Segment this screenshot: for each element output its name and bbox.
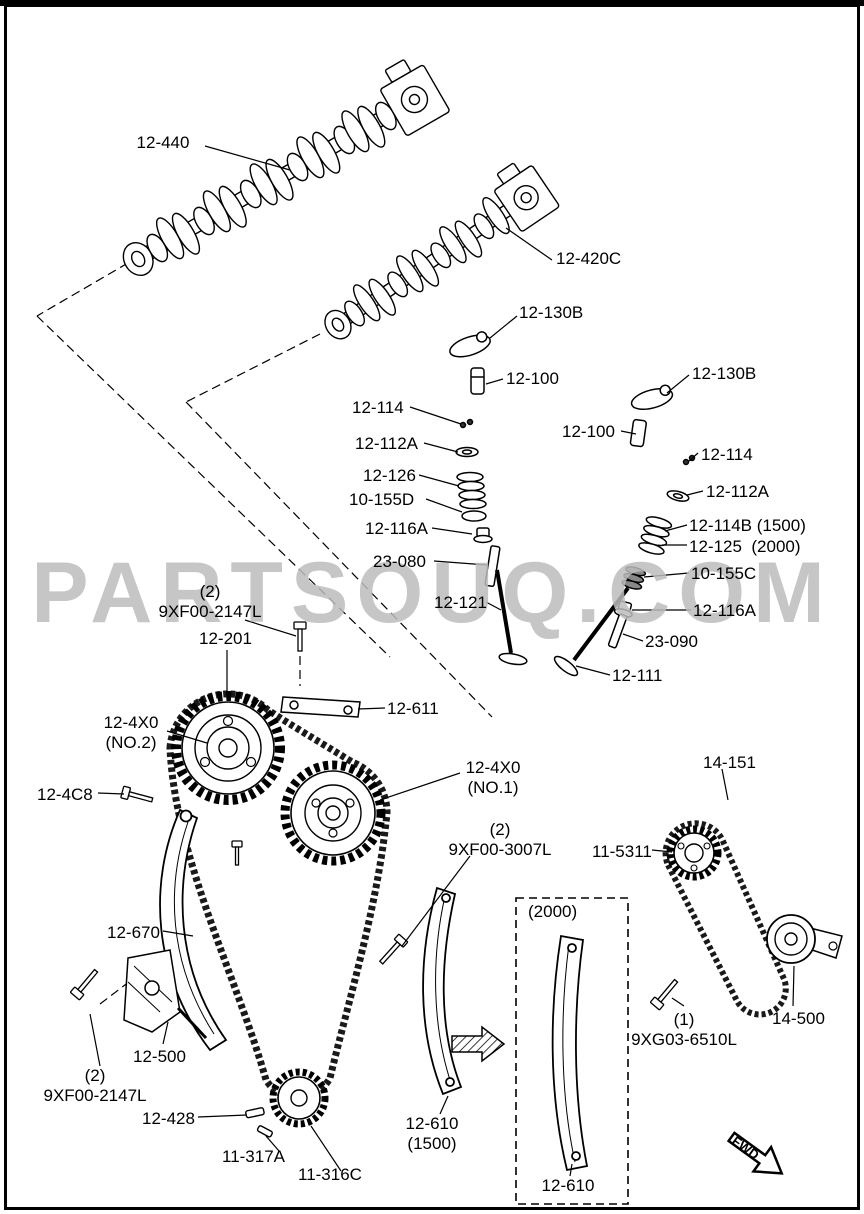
part-label[interactable]: 12-428: [142, 1109, 195, 1128]
valve-guide-23-090: [607, 613, 628, 649]
chain-tensioner-12-500: [123, 949, 208, 1040]
part-label[interactable]: 12-610: [541, 1176, 595, 1195]
part-label[interactable]: 11-5311: [592, 842, 652, 861]
camshaft-intake-12-440: [122, 59, 450, 277]
key-11-317A: [256, 1125, 273, 1138]
lash-adjuster-12-100: [629, 418, 647, 448]
bolt-9XF00-2147L-lower: [70, 968, 99, 1001]
part-label[interactable]: (2)9XF00-2147L: [43, 1066, 147, 1106]
sprocket-11-5311: [666, 825, 722, 881]
intake-valve-12-121: [495, 569, 528, 666]
part-label[interactable]: 12-500: [133, 1047, 186, 1066]
chain-guide-12-611: [280, 696, 361, 718]
variant-box-2000: [515, 897, 629, 1205]
part-label[interactable]: 23-080: [373, 552, 426, 571]
valve-spring-12-114B-12-125: [638, 516, 673, 555]
part-label[interactable]: 12-114B (1500): [689, 516, 806, 535]
part-label[interactable]: 11-316C: [298, 1165, 362, 1184]
part-label[interactable]: 12-611: [387, 699, 439, 718]
part-label[interactable]: 12-111: [612, 666, 663, 685]
chain-tensioner-14-500: [766, 914, 843, 964]
bolts: [70, 621, 679, 1011]
spring-seat-10-155C: [621, 566, 647, 590]
balance-chain-14-151: [662, 820, 789, 1018]
part-label[interactable]: (2)9XF00-3007L: [448, 820, 552, 860]
part-label[interactable]: 12-201: [199, 629, 252, 648]
spring-retainer-12-112A: [666, 490, 690, 502]
part-label[interactable]: 12-114: [352, 398, 404, 417]
part-label[interactable]: 12-670: [107, 923, 160, 942]
part-label[interactable]: 12-130B: [519, 303, 584, 322]
part-label[interactable]: 12-116A: [693, 601, 757, 620]
part-label[interactable]: 12-4C8: [37, 785, 93, 804]
part-label[interactable]: 12-112A: [355, 434, 419, 453]
part-label[interactable]: 12-100: [506, 369, 559, 388]
vvt-sprocket-12-201-no2: [171, 691, 285, 805]
part-label[interactable]: (2000): [528, 902, 578, 921]
page-top-border: [0, 0, 864, 6]
part-label[interactable]: 11-317A: [222, 1147, 286, 1166]
leader-lines: [89, 145, 795, 1177]
part-label[interactable]: 12-420C: [556, 249, 622, 268]
valve-seal-12-116A: [473, 527, 493, 544]
part-label[interactable]: 12-440: [136, 133, 190, 152]
spring-seat-10-155D: [461, 510, 487, 522]
camshaft-exhaust-12-420C: [324, 162, 560, 340]
part-label[interactable]: 12-4X0(NO.2): [103, 713, 159, 753]
part-label[interactable]: (2)9XF00-2147L: [158, 582, 262, 622]
bolt-9XG03-6510L: [650, 978, 679, 1011]
valve-guide-23-080: [484, 545, 501, 587]
keys: [245, 1107, 273, 1138]
part-label[interactable]: 12-126: [363, 466, 416, 485]
part-label[interactable]: 12-116A: [365, 519, 429, 538]
chain-guide-12-610-2000: [551, 934, 589, 1172]
part-label[interactable]: 12-121: [434, 593, 487, 612]
part-label[interactable]: (1)9XG03-6510L: [631, 1010, 737, 1050]
part-label[interactable]: 12-112A: [706, 482, 770, 501]
part-label[interactable]: 10-155D: [349, 490, 415, 509]
part-label[interactable]: 12-125 (2000): [689, 537, 801, 556]
part-label[interactable]: 12-114: [701, 445, 753, 464]
valve-keeper-12-114: [682, 458, 690, 466]
part-label[interactable]: 12-130B: [692, 364, 757, 383]
rocker-arm-12-130B: [449, 331, 491, 358]
exhaust-valve-12-111: [553, 586, 630, 677]
valve-train-left: [449, 331, 528, 666]
part-label[interactable]: 14-500: [772, 1009, 825, 1028]
valve-keeper-12-114: [459, 421, 467, 429]
part-label[interactable]: 10-155C: [691, 564, 757, 583]
bolt-12-4C8: [120, 785, 154, 803]
part-label[interactable]: 12-100: [562, 422, 615, 441]
vvt-sprocket-no1: [280, 760, 386, 866]
part-label[interactable]: 23-090: [645, 632, 698, 651]
part-label[interactable]: 12-610(1500): [405, 1114, 459, 1154]
chain-guide-12-610-1500: [422, 886, 463, 1096]
variant-arrow: [451, 1025, 506, 1063]
crank-sprocket-11-316C: [269, 1068, 329, 1128]
valve-spring-12-126: [456, 471, 487, 510]
timing-chain: [166, 690, 391, 1101]
part-label[interactable]: 12-4X0(NO.1): [465, 758, 521, 798]
lash-adjuster-12-100: [470, 367, 485, 395]
bolt-9XF00-2147L-top: [293, 621, 307, 652]
bolt-small: [231, 840, 243, 866]
part-label[interactable]: 14-151: [703, 753, 756, 772]
